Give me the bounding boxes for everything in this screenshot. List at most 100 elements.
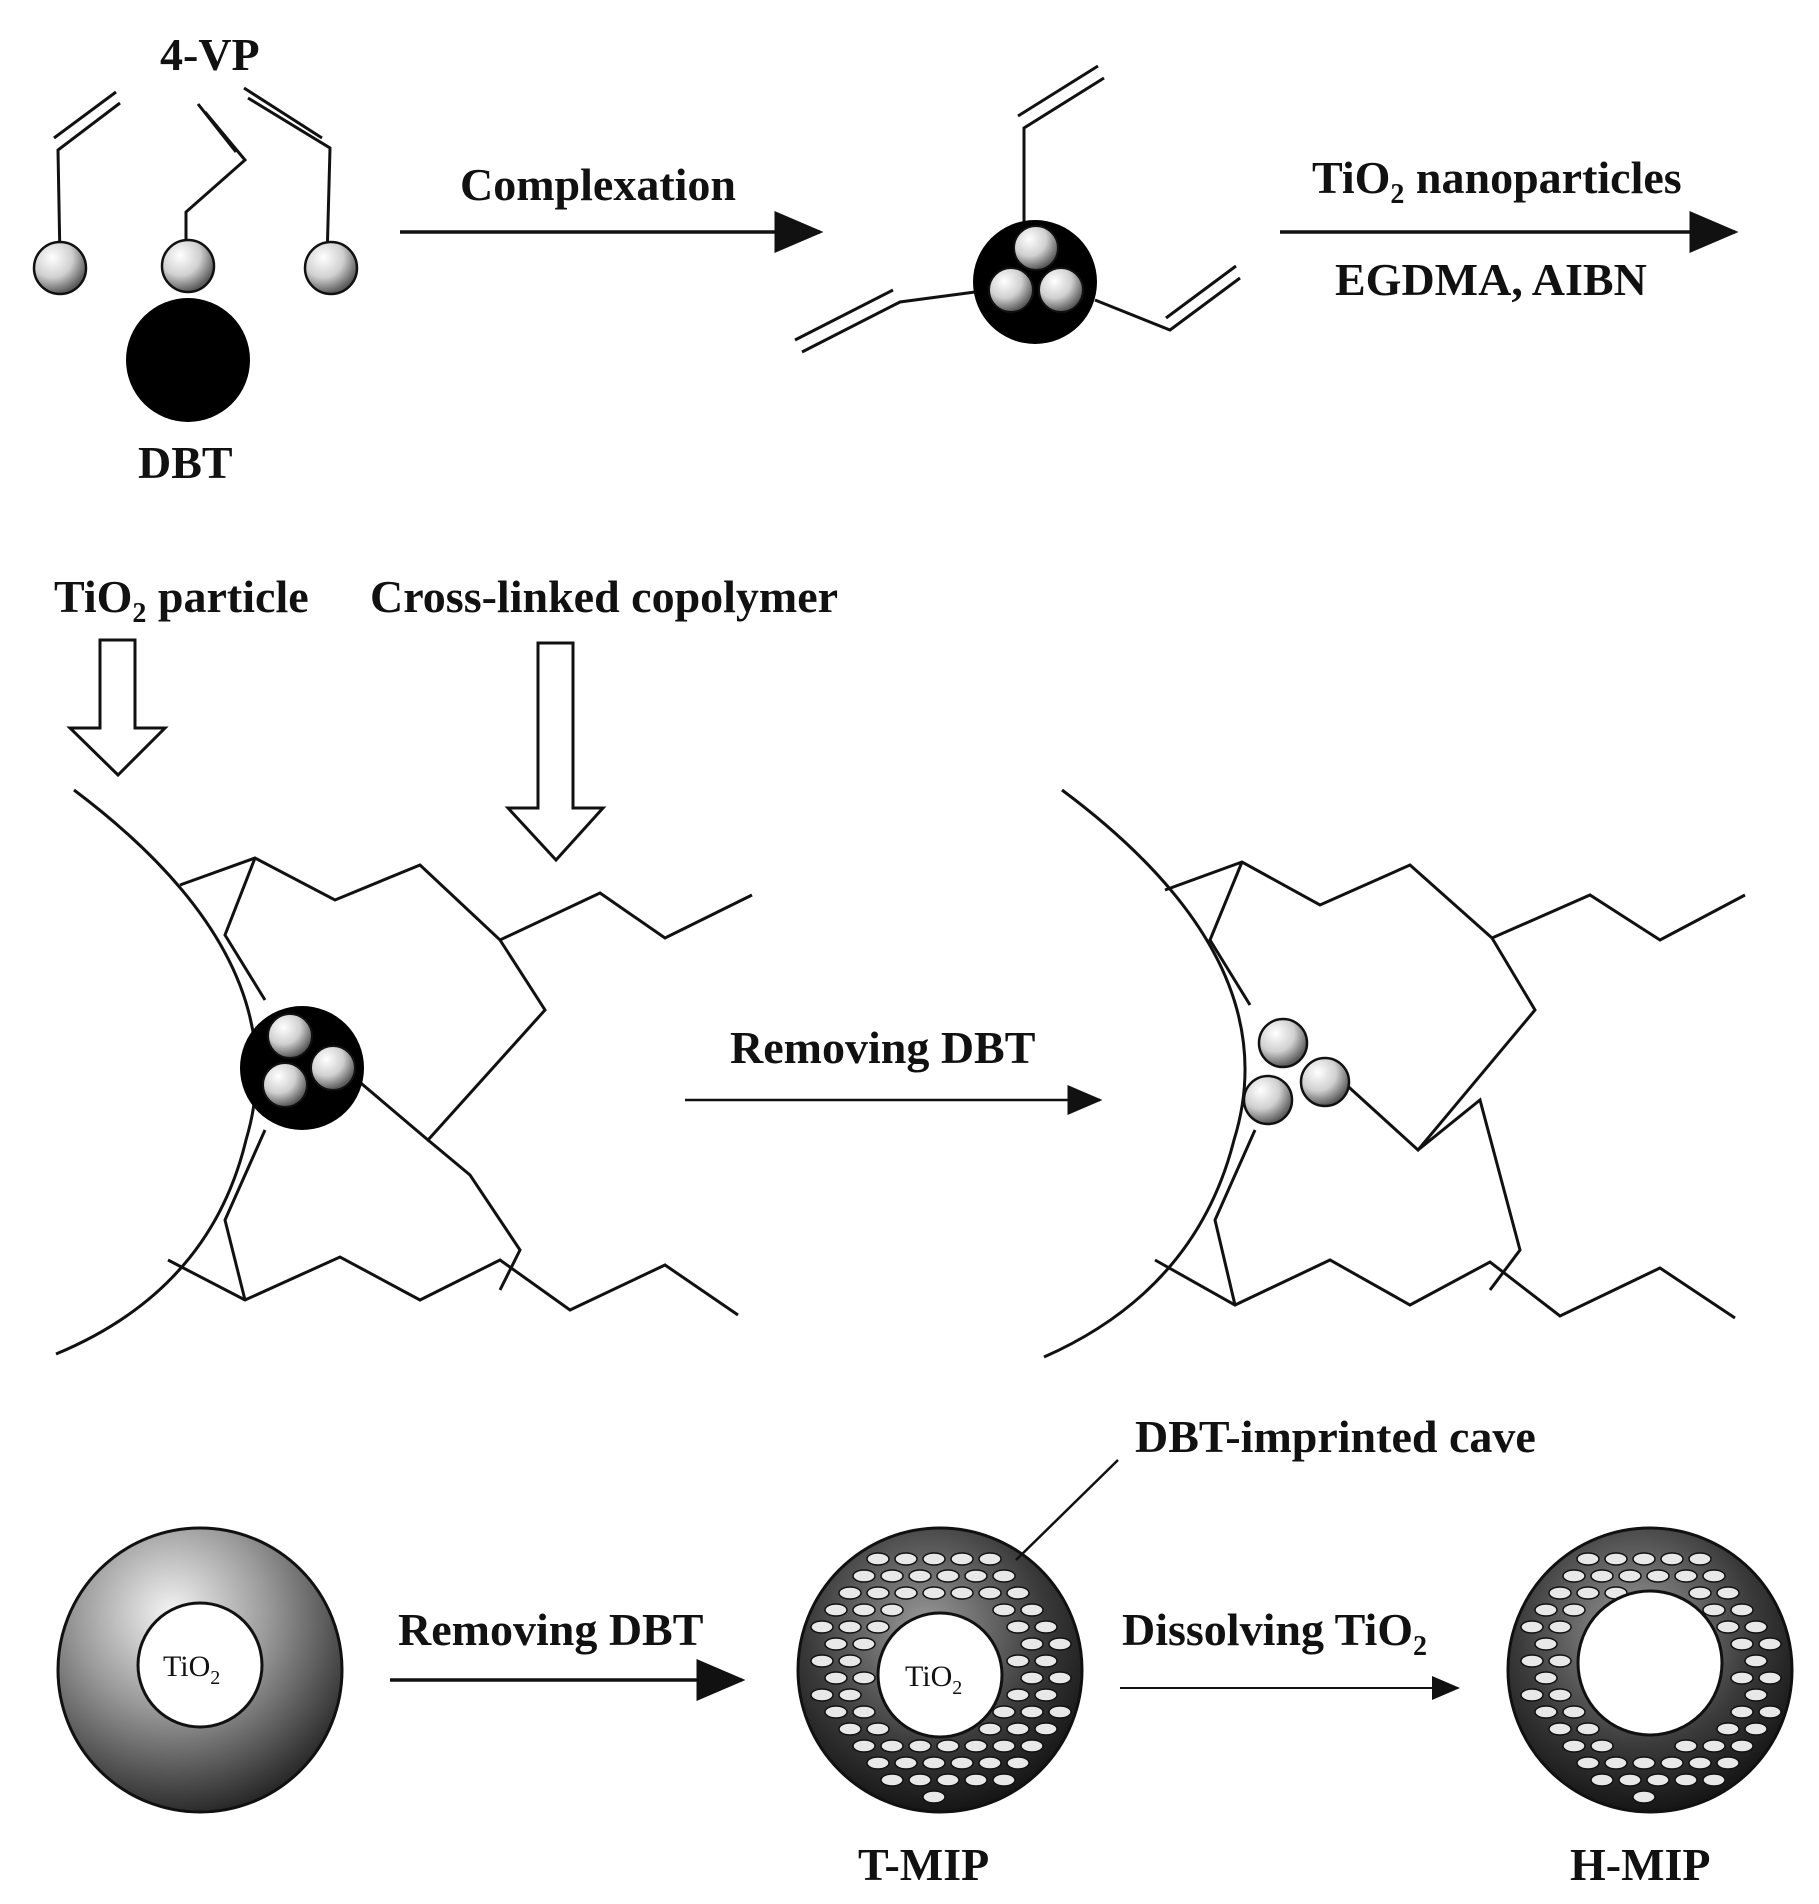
imprinted-cave: [824, 1671, 848, 1685]
imprinted-cave: [1048, 1637, 1072, 1651]
imprinted-cave: [1034, 1722, 1058, 1736]
imprinted-cave: [1034, 1620, 1058, 1634]
imprinted-cave: [1702, 1773, 1726, 1787]
crosslink-mid-right: [1328, 937, 1537, 1153]
crosslink-top-left: [223, 857, 267, 1001]
crosslink-top-right: [1208, 861, 1252, 1006]
imprinted-cave: [1520, 1654, 1544, 1668]
pyridine-bead-right: [303, 240, 359, 296]
imprinted-cave: [964, 1739, 988, 1753]
imprinted-cave: [1590, 1739, 1614, 1753]
imprinted-cave: [1646, 1773, 1670, 1787]
imprinted-cave: [1548, 1688, 1572, 1702]
imprinted-cave: [810, 1654, 834, 1668]
imprinted-cave: [1632, 1790, 1656, 1804]
imprinted-cave: [922, 1552, 946, 1566]
chain-top-right: [1164, 860, 1746, 942]
imprinted-cave: [852, 1739, 876, 1753]
imprinted-network-with-template: [55, 788, 753, 1356]
h-mip-imprinted-caves: [1520, 1552, 1782, 1804]
imprinted-cave: [1604, 1552, 1628, 1566]
imprinted-cave: [1730, 1637, 1754, 1651]
imprinted-cave: [1716, 1620, 1740, 1634]
imprinted-cave: [880, 1739, 904, 1753]
egdma-aibn-label: EGDMA, AIBN: [1335, 254, 1647, 305]
imprinted-cave: [964, 1569, 988, 1583]
imprinted-cave: [1006, 1586, 1030, 1600]
imprinted-cave: [1674, 1773, 1698, 1787]
crosslink-lower-left: [427, 1138, 522, 1291]
imprinted-cave: [992, 1705, 1016, 1719]
imprinted-cave: [978, 1756, 1002, 1770]
imprinted-cave: [978, 1586, 1002, 1600]
imprinted-cave: [1688, 1756, 1712, 1770]
imprinted-cave: [810, 1688, 834, 1702]
imprinted-cave: [1702, 1569, 1726, 1583]
coated-particle-core: [136, 1601, 264, 1729]
imprinted-cave: [1758, 1705, 1782, 1719]
pre-polymerization-complex: [794, 64, 1241, 354]
imprinted-cave: [866, 1756, 890, 1770]
imprinted-cave: [880, 1603, 904, 1617]
imprinted-cave: [852, 1671, 876, 1685]
imprinted-cave: [992, 1739, 1016, 1753]
imprinted-cave: [992, 1569, 1016, 1583]
imprinted-cave: [1688, 1586, 1712, 1600]
imprinted-cave: [824, 1603, 848, 1617]
imprinted-cave: [1034, 1654, 1058, 1668]
imprinted-cave: [1534, 1705, 1558, 1719]
imprinted-cave: [1006, 1654, 1030, 1668]
copolymer-pointer-arrow: [504, 641, 607, 863]
t-mip-imprinted-caves: [810, 1552, 1072, 1804]
imprinted-cave: [936, 1569, 960, 1583]
imprinted-cave: [1562, 1603, 1586, 1617]
imprinted-cave: [1034, 1688, 1058, 1702]
imprinted-cave: [1548, 1654, 1572, 1668]
imprinted-network-empty: [1043, 788, 1746, 1359]
imprinted-cave: [866, 1586, 890, 1600]
imprinted-cave: [1702, 1603, 1726, 1617]
imprinted-cave: [1548, 1620, 1572, 1634]
imprinted-cave: [1674, 1569, 1698, 1583]
imprinted-cave: [992, 1603, 1016, 1617]
tio2-particle-pointer-arrow: [66, 638, 169, 778]
monomer-template-mixture: 4-VP DBT: [32, 29, 359, 488]
complex-vinyl-top: [1017, 64, 1105, 225]
chain-bottom-right: [1154, 1258, 1736, 1320]
imprinted-cave: [1590, 1773, 1614, 1787]
polymerization-step: TiO2 nanoparticles EGDMA, AIBN: [1280, 152, 1739, 305]
imprinted-cave: [894, 1756, 918, 1770]
imprinted-cave-callout: DBT-imprinted cave: [1015, 1411, 1536, 1561]
imprinted-cave: [894, 1552, 918, 1566]
imprinted-cave: [1520, 1688, 1544, 1702]
imprinted-cave: [1744, 1620, 1768, 1634]
complex-bead-right: [1038, 267, 1084, 313]
imprinted-cave: [824, 1705, 848, 1719]
imprinted-cave: [978, 1722, 1002, 1736]
imprinted-cave: [1048, 1705, 1072, 1719]
imprinted-cave: [936, 1739, 960, 1753]
imprinted-cave: [1688, 1552, 1712, 1566]
imprinted-cave: [880, 1569, 904, 1583]
imprinted-cave: [1632, 1552, 1656, 1566]
cavity-bead-bottom: [1242, 1074, 1294, 1126]
imprinted-cave: [1590, 1569, 1614, 1583]
imprinted-cave: [1618, 1773, 1642, 1787]
h-mip-particle: H-MIP: [1506, 1526, 1794, 1890]
imprinted-cave: [838, 1654, 862, 1668]
complex-bead-top: [1013, 225, 1059, 271]
imprinted-cave-leader-line: [1015, 1459, 1119, 1561]
imprinted-cave: [880, 1773, 904, 1787]
cavity-bead-top: [1257, 1017, 1309, 1069]
imprinted-cave: [1562, 1739, 1586, 1753]
imprinted-cave: [1020, 1739, 1044, 1753]
imprinted-cave: [1674, 1739, 1698, 1753]
complex-vinyl-left: [794, 288, 976, 354]
dbt-label: DBT: [138, 437, 233, 488]
imprinted-cave: [1702, 1739, 1726, 1753]
complex-bead-left: [988, 267, 1034, 313]
chain-bottom-left: [167, 1255, 739, 1317]
imprinted-cave: [838, 1620, 862, 1634]
